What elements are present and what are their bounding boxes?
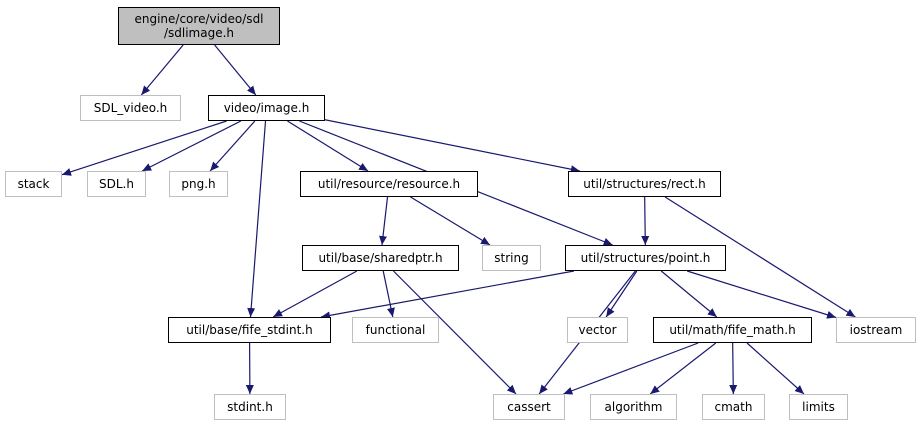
node-cassert[interactable]: cassert [493,394,565,420]
edge-rect-to-point [641,196,650,246]
node-label: SDL.h [99,177,134,191]
edge-root-to-image [214,44,257,96]
node-label: string [494,251,529,265]
node-label: util/base/sharedptr.h [318,251,443,265]
node-iostream[interactable]: iostream [836,317,916,343]
edge-sharedptr-to-functional [382,270,395,318]
node-label: SDL_video.h [93,101,168,115]
node-util-structures-point-h[interactable]: util/structures/point.h [565,245,726,271]
node-util-base-fife-stdint-h[interactable]: util/base/fife_stdint.h [168,317,331,343]
node-functional[interactable]: functional [352,317,439,343]
node-vector[interactable]: vector [567,317,628,343]
edge-point-to-fife_stdint [320,270,575,320]
node-label: cassert [507,400,551,414]
edge-point-to-vector [605,270,638,318]
edge-sharedptr-to-cassert [393,270,517,395]
edge-fife_math-to-cassert [563,342,699,395]
edge-point-to-iostream [686,270,837,319]
node-util-base-sharedptr-h[interactable]: util/base/sharedptr.h [302,245,459,271]
edge-resource-to-sharedptr [379,196,389,246]
edge-fife_math-to-limits [746,342,805,395]
node-video-image-h[interactable]: video/image.h [208,95,325,121]
edge-resource-to-string [410,196,491,246]
edge-rect-to-iostream [664,196,856,318]
edge-image-to-stack [61,120,227,176]
node-label: png.h [181,177,216,191]
node-label: limits [802,400,835,414]
node-label: util/base/fife_stdint.h [186,323,313,337]
node-label: util/structures/point.h [580,251,711,265]
edge-image-to-rect [324,119,580,174]
node-string[interactable]: string [482,245,541,271]
node-label: util/math/fife_math.h [669,323,796,337]
node-label: vector [578,323,617,337]
node-util-structures-rect-h[interactable]: util/structures/rect.h [568,171,721,197]
node-label: stdint.h [227,400,273,414]
node-label: engine/core/video/sdl /sdlimage.h [134,12,264,40]
node-label: util/structures/rect.h [583,177,706,191]
edge-root-to-sdl_video [140,44,184,96]
node-label: video/image.h [223,101,310,115]
node-limits[interactable]: limits [789,394,848,420]
edge-fife_math-to-algorithm [649,342,717,395]
edge-sharedptr-to-fife_stdint [272,270,358,318]
node-sdl-h[interactable]: SDL.h [87,171,146,197]
edge-fife_math-to-cmath [729,342,738,395]
node-util-resource-resource-h[interactable]: util/resource/resource.h [300,171,478,197]
edge-image-to-fife_stdint [247,120,267,318]
node-png-h[interactable]: png.h [169,171,228,197]
node-label: cmath [714,400,753,414]
node-label: util/resource/resource.h [317,177,461,191]
node-sdl-video-h[interactable]: SDL_video.h [80,95,181,121]
node-label: stack [17,177,50,191]
node-label: iostream [849,323,903,337]
node-cmath[interactable]: cmath [702,394,765,420]
node-stack[interactable]: stack [5,171,62,197]
node-algorithm[interactable]: algorithm [590,394,677,420]
edge-point-to-fife_math [660,270,718,318]
node-label: functional [365,323,426,337]
node-label: algorithm [604,400,663,414]
node-sdlimage-h[interactable]: engine/core/video/sdl /sdlimage.h [118,7,280,45]
edge-image-to-resource [287,120,369,172]
node-util-math-fife-math-h[interactable]: util/math/fife_math.h [653,317,812,343]
edge-image-to-png [209,120,256,172]
node-stdint-h[interactable]: stdint.h [214,394,286,420]
edge-image-to-sdl [141,120,242,172]
